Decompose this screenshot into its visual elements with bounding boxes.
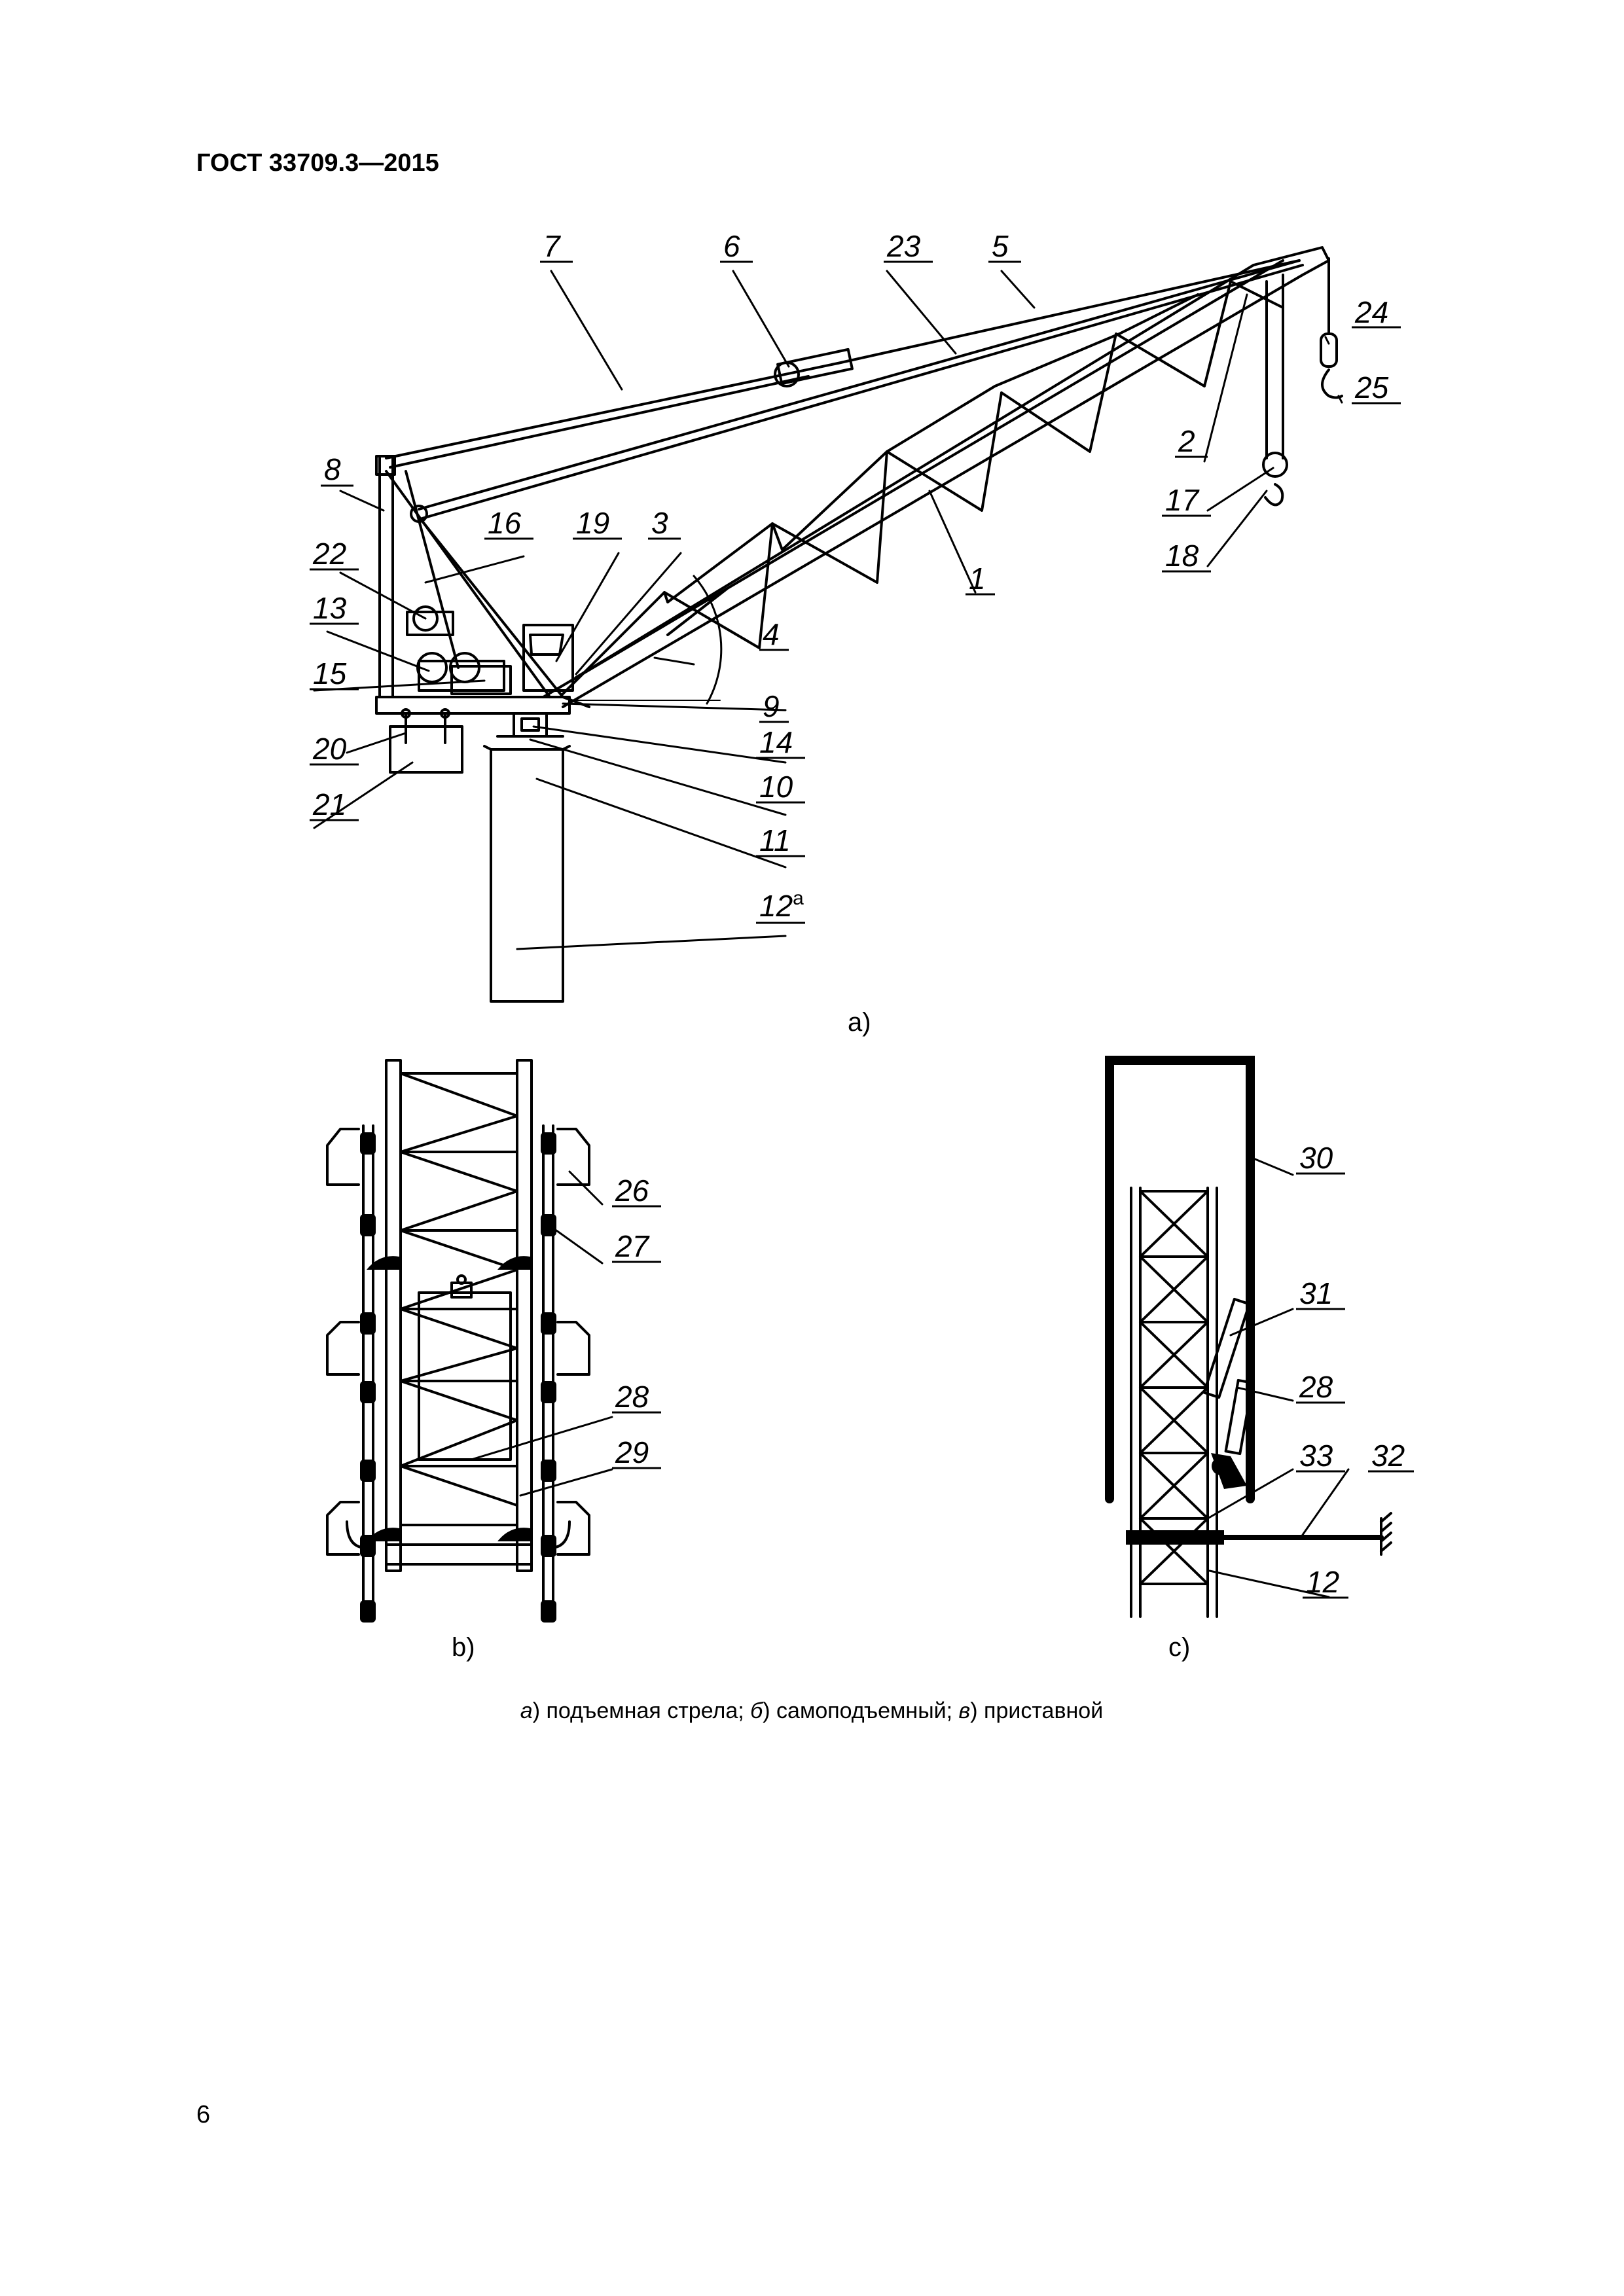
subfigure-label-c: c) — [1168, 1633, 1190, 1662]
callout-6: 6 — [723, 229, 740, 263]
callout-8: 8 — [324, 452, 341, 486]
callout-27: 27 — [615, 1229, 650, 1263]
callout-32: 32 — [1371, 1439, 1405, 1473]
callout-22: 22 — [312, 537, 346, 571]
callout-33: 33 — [1299, 1439, 1333, 1473]
figure-caption: а) подъемная стрела; б) самоподъемный; в… — [520, 1698, 1103, 1723]
figure-b-drawing — [326, 1059, 613, 1623]
caption-c-text: ) приставной — [970, 1698, 1103, 1723]
caption-b-letter: б — [750, 1698, 764, 1723]
callout-12: 12a — [759, 888, 804, 923]
callout-12-c: 12 — [1306, 1565, 1339, 1599]
document-header: ГОСТ 33709.3—2015 — [196, 149, 439, 177]
callout-28-b: 28 — [615, 1380, 649, 1414]
figure-c-labels: 30 31 28 33 32 12 c) — [1168, 1141, 1414, 1662]
callout-16: 16 — [488, 506, 522, 540]
callout-9: 9 — [763, 689, 780, 723]
callout-13: 13 — [313, 591, 347, 625]
callout-28-c: 28 — [1299, 1370, 1333, 1404]
callout-12-superscript: a — [793, 888, 804, 909]
callout-31: 31 — [1299, 1276, 1333, 1310]
callout-30: 30 — [1299, 1141, 1333, 1175]
callout-24: 24 — [1354, 295, 1388, 329]
figure-c-drawing — [1105, 1056, 1392, 1618]
callout-7: 7 — [543, 229, 561, 263]
figure-a-labels: 7 6 23 5 24 25 8 2 17 18 16 19 3 22 1 13… — [310, 229, 1401, 1037]
callout-15: 15 — [313, 656, 347, 691]
callout-1: 1 — [969, 562, 986, 596]
callout-23: 23 — [886, 229, 921, 263]
callout-29: 29 — [615, 1435, 649, 1469]
caption-c-letter: в — [959, 1698, 971, 1723]
callout-14: 14 — [759, 725, 793, 759]
page-number: 6 — [196, 2101, 211, 2128]
callout-21: 21 — [312, 787, 346, 821]
caption-b-text: ) самоподъемный; — [763, 1698, 958, 1723]
subfigure-label-b: b) — [452, 1633, 475, 1662]
callout-10: 10 — [759, 770, 793, 804]
callout-11: 11 — [759, 823, 791, 857]
callout-18: 18 — [1165, 539, 1199, 573]
callout-20: 20 — [312, 732, 347, 766]
figure-b-labels: 26 27 28 29 b) — [452, 1174, 661, 1662]
caption-a-letter: а — [520, 1698, 533, 1723]
callout-25: 25 — [1354, 370, 1389, 404]
callout-5: 5 — [992, 229, 1009, 263]
callout-2: 2 — [1178, 424, 1195, 458]
callout-3: 3 — [651, 506, 668, 540]
subfigure-label-a: a) — [848, 1008, 871, 1037]
caption-a-text: ) подъемная стрела; — [533, 1698, 750, 1723]
callout-17: 17 — [1165, 483, 1200, 517]
figure-a-drawing — [313, 246, 1343, 1003]
callout-26: 26 — [615, 1174, 649, 1208]
callout-12-number: 12 — [759, 889, 793, 923]
callout-4: 4 — [763, 617, 780, 651]
callout-19: 19 — [576, 506, 609, 540]
